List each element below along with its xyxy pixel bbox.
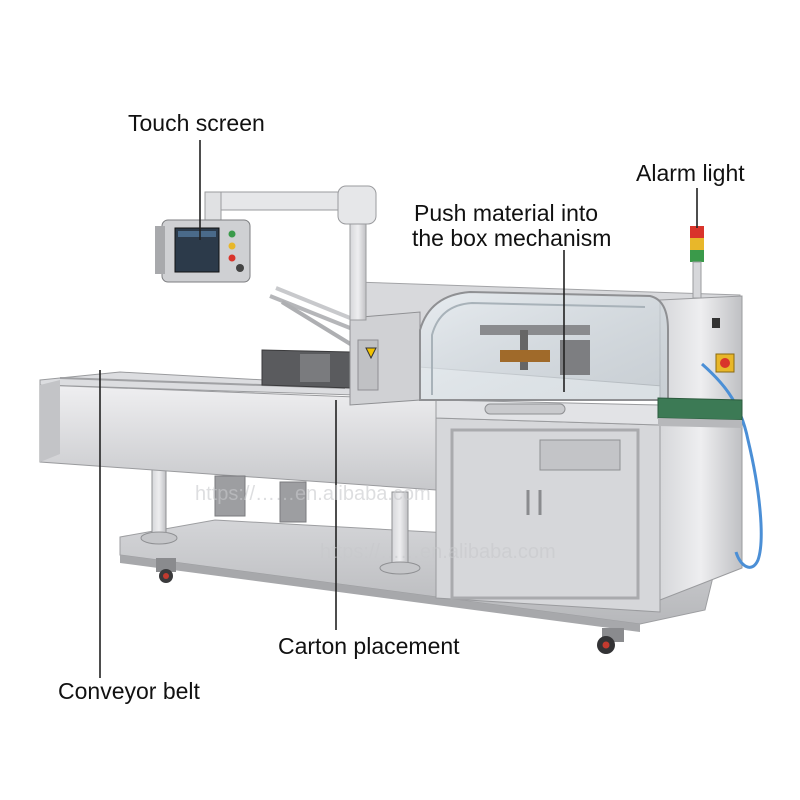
conveyor-belt-label: Conveyor belt xyxy=(58,678,201,704)
touch-screen-label: Touch screen xyxy=(128,110,265,136)
touch-screen-panel xyxy=(155,219,251,283)
caster-wheels xyxy=(156,558,624,654)
feed-block xyxy=(214,349,351,523)
alarm-light-label: Alarm light xyxy=(636,160,745,186)
carton-placement-label: Carton placement xyxy=(278,633,460,659)
watermark-top: https://……en.alibaba.com xyxy=(195,483,431,505)
push-material-label-line1: Push material into xyxy=(414,200,598,226)
carton-magazine xyxy=(269,286,421,406)
outfeed-belt xyxy=(657,397,743,428)
pneumatic-hose xyxy=(701,362,763,569)
touch-screen-arm xyxy=(204,185,377,321)
machine-legs xyxy=(140,467,421,575)
glass-cover xyxy=(419,290,669,415)
watermark-bottom: https://……en.alibaba.com xyxy=(320,541,556,563)
leader-lines xyxy=(99,140,698,678)
alarm-light-tower xyxy=(690,226,704,299)
right-cabinet xyxy=(435,295,743,613)
push-material-label-line2: the box mechanism xyxy=(412,225,611,251)
